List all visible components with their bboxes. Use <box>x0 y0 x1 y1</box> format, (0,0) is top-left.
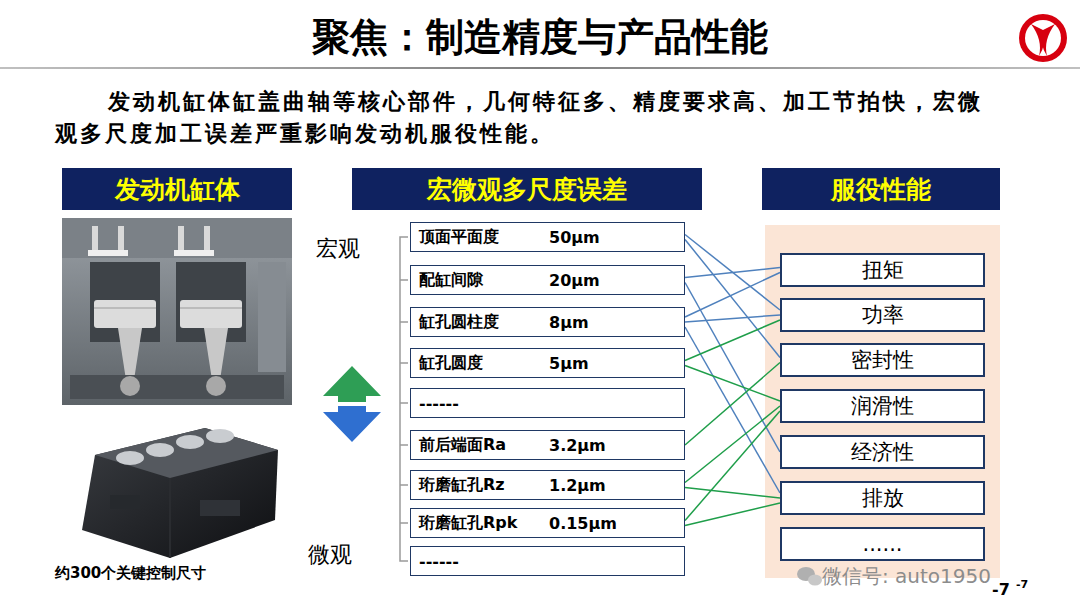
connector-line <box>685 320 780 361</box>
performance-box: 功率 <box>780 298 985 332</box>
connector-line <box>685 268 780 278</box>
error-text: 8μm <box>549 313 589 332</box>
performance-box: 经济性 <box>780 435 985 469</box>
performance-text: ...... <box>862 532 902 556</box>
performance-text: 功率 <box>862 301 904 329</box>
watermark: 微信号: auto1950 <box>822 563 991 590</box>
error-text: 0.15μm <box>549 514 617 533</box>
scale-label: 微观 <box>308 540 352 570</box>
title-rule <box>0 67 1080 69</box>
error-text: 1.2μm <box>549 476 606 495</box>
error-text: 50μm <box>549 228 600 247</box>
connector-line <box>685 327 780 493</box>
performance-text: 经济性 <box>851 438 914 466</box>
brand-logo <box>1019 14 1067 62</box>
header-text: 服役性能 <box>831 173 931 206</box>
page-number: -7 <box>1016 578 1028 591</box>
connector-line <box>685 363 780 446</box>
error-box: ------ <box>410 546 685 576</box>
performance-box: ...... <box>780 527 985 561</box>
error-box: 珩磨缸孔Rpk0.15μm <box>410 508 685 538</box>
error-text: 5μm <box>549 354 589 373</box>
watermark-icon <box>797 567 822 586</box>
error-text: 缸孔圆柱度 <box>419 312 549 333</box>
error-box: 缸孔圆柱度8μm <box>410 307 685 337</box>
caption-note: 约300个关键控制尺寸 <box>55 564 206 583</box>
error-text: ------ <box>419 552 459 571</box>
error-text: 珩磨缸孔Rz <box>419 475 549 496</box>
connector-line <box>685 406 780 483</box>
error-text: 珩磨缸孔Rpk <box>419 513 549 534</box>
error-text: 配缸间隙 <box>419 270 549 291</box>
performance-box: 排放 <box>780 481 985 515</box>
error-box: 珩磨缸孔Rz1.2μm <box>410 470 685 500</box>
performance-text: 扭矩 <box>862 256 904 284</box>
connector-line <box>685 273 780 318</box>
header-band: 发动机缸体 <box>62 168 292 210</box>
error-box: 前后端面Ra3.2μm <box>410 430 685 460</box>
connector-line <box>685 366 780 402</box>
scale-arrow <box>323 366 381 442</box>
page-number: -7 <box>992 580 1010 599</box>
connector-line <box>685 411 780 521</box>
error-text: 顶面平面度 <box>419 227 549 248</box>
header-text: 宏微观多尺度误差 <box>427 173 627 206</box>
error-text: 20μm <box>549 271 600 290</box>
header-text: 发动机缸体 <box>115 173 240 206</box>
performance-text: 润滑性 <box>851 392 914 420</box>
connector-line <box>685 503 780 526</box>
error-box: ------ <box>410 388 685 418</box>
performance-panel <box>765 225 1000 578</box>
engine-cutaway-image <box>62 218 292 405</box>
performance-text: 密封性 <box>851 346 914 374</box>
error-text: 3.2μm <box>549 436 606 455</box>
scale-label: 宏观 <box>316 234 360 264</box>
header-band: 宏微观多尺度误差 <box>352 168 702 210</box>
performance-box: 润滑性 <box>780 389 985 423</box>
engine-block-image <box>82 428 278 558</box>
error-box: 顶面平面度50μm <box>410 222 685 252</box>
performance-box: 扭矩 <box>780 253 985 287</box>
connector-line <box>685 315 780 322</box>
intro-text: 发动机缸体缸盖曲轴等核心部件，几何特征多、精度要求高、加工节拍快，宏微观多尺度加… <box>55 86 1000 150</box>
error-box: 缸孔圆度5μm <box>410 348 685 378</box>
performance-text: 排放 <box>862 484 904 512</box>
header-band: 服役性能 <box>762 168 1000 210</box>
slide-title: 聚焦：制造精度与产品性能 <box>0 12 1080 63</box>
bracket <box>400 237 408 561</box>
error-text: ------ <box>419 394 459 413</box>
performance-box: 密封性 <box>780 343 985 377</box>
connector-line <box>685 488 780 499</box>
error-box: 配缸间隙20μm <box>410 265 685 295</box>
error-text: 前后端面Ra <box>419 435 549 456</box>
error-text: 缸孔圆度 <box>419 353 549 374</box>
